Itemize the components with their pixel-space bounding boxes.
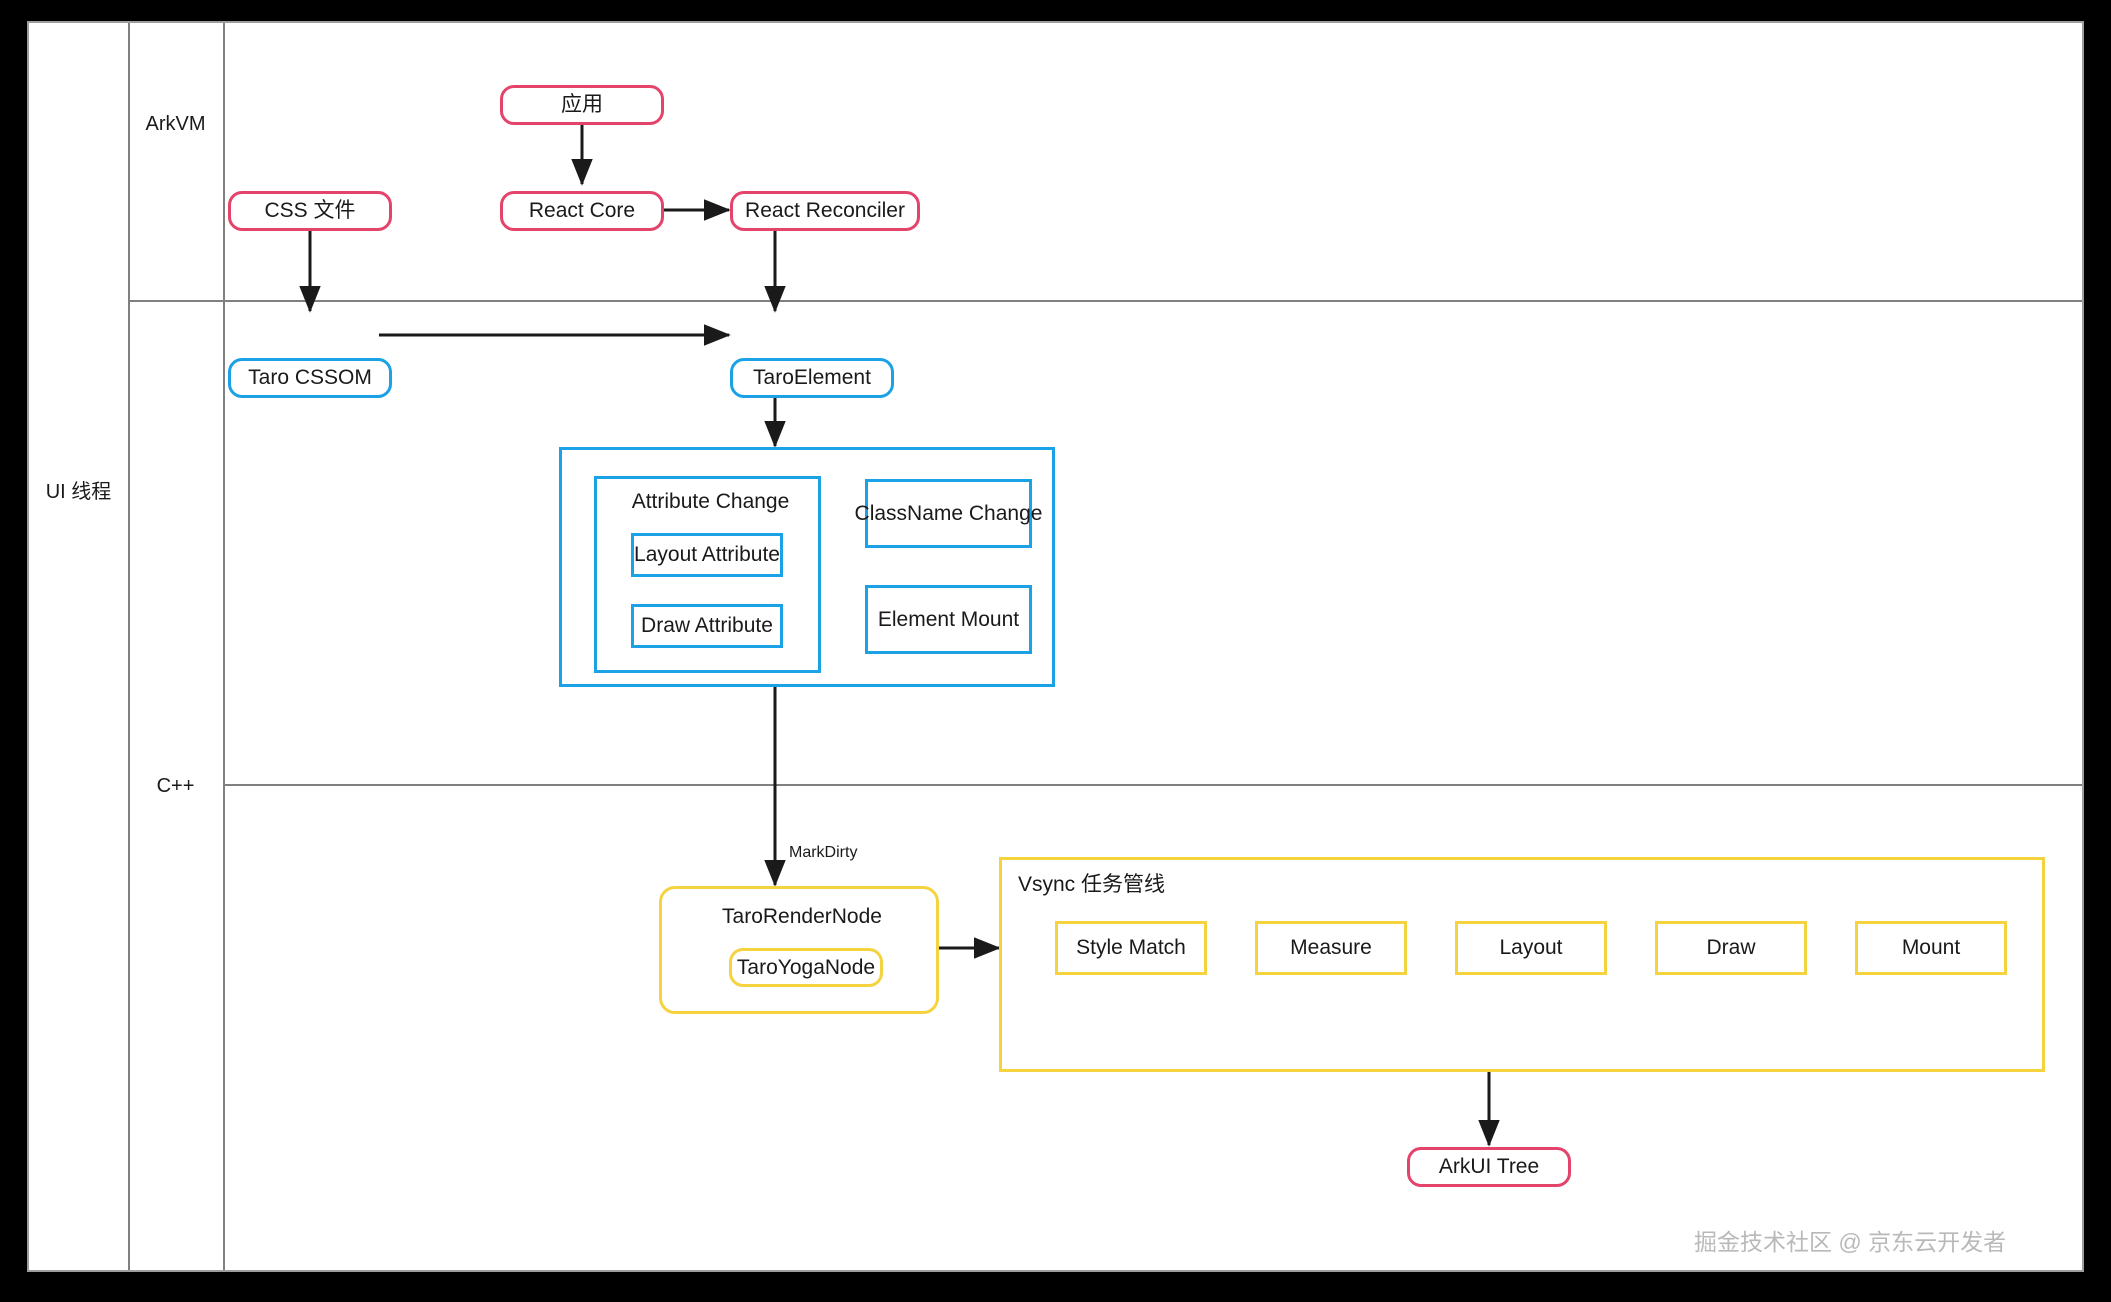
group-vsync-pipeline-label: Vsync 任务管线: [1018, 873, 1166, 896]
node-classname-change[interactable]: ClassName Change: [855, 479, 1042, 548]
lane-divider-inner: [223, 23, 225, 1270]
node-draw[interactable]: Draw: [1655, 921, 1807, 975]
node-taro-yoga-node[interactable]: TaroYogaNode: [729, 948, 883, 987]
node-style-match[interactable]: Style Match: [1055, 921, 1207, 975]
node-app[interactable]: 应用: [500, 85, 664, 125]
node-taro-cssom[interactable]: Taro CSSOM: [228, 358, 392, 398]
node-react-core[interactable]: React Core: [500, 191, 664, 231]
lane-row-divider-cpp: [223, 784, 2082, 786]
group-attribute-change-label: Attribute Change: [631, 490, 790, 513]
node-react-reconciler[interactable]: React Reconciler: [730, 191, 920, 231]
node-layout-attribute[interactable]: Layout Attribute: [631, 533, 783, 577]
node-element-mount[interactable]: Element Mount: [865, 585, 1032, 654]
lane-row-divider-arkvm: [128, 300, 2082, 302]
node-taro-render-node-label: TaroRenderNode: [722, 905, 882, 928]
node-arkui-tree[interactable]: ArkUI Tree: [1407, 1147, 1571, 1187]
lane-label-arkvm: ArkVM: [145, 113, 206, 135]
node-css-file[interactable]: CSS 文件: [228, 191, 392, 231]
lane-divider-outer: [128, 23, 130, 1270]
diagram-canvas: UI 线程 ArkVM C++: [27, 21, 2084, 1272]
watermark: 掘金技术社区 @ 京东云开发者: [1694, 1229, 2007, 1255]
node-layout[interactable]: Layout: [1455, 921, 1607, 975]
node-mount[interactable]: Mount: [1855, 921, 2007, 975]
node-draw-attribute[interactable]: Draw Attribute: [631, 604, 783, 648]
lane-label-cpp: C++: [156, 775, 195, 797]
lane-label-ui-thread: UI 线程: [45, 481, 112, 503]
edge-label-markdirty: MarkDirty: [789, 844, 858, 861]
node-measure[interactable]: Measure: [1255, 921, 1407, 975]
node-taro-element[interactable]: TaroElement: [730, 358, 894, 398]
